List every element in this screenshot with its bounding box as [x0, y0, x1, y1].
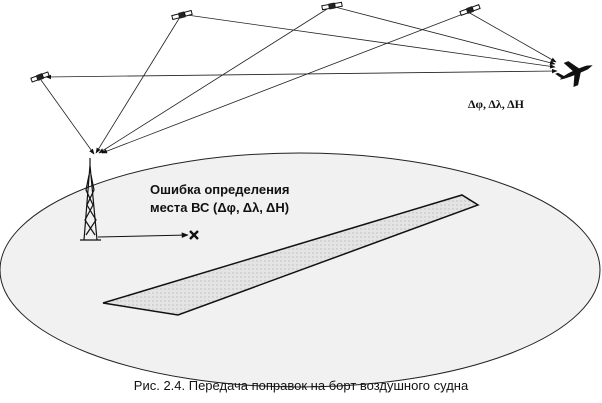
error-vector	[97, 232, 189, 238]
signal-lines-to-station	[40, 8, 464, 155]
aircraft-delta-label: Δφ, Δλ, ΔH	[468, 97, 525, 111]
satellite-icon	[459, 4, 481, 16]
satellite-icon	[321, 1, 343, 11]
station-tower-icon	[80, 158, 101, 241]
error-label-line2: места ВС (Δφ, Δλ, ΔH)	[150, 200, 289, 215]
error-cross-icon	[189, 230, 199, 240]
satellite-icon	[30, 71, 50, 83]
figure-caption: Рис. 2.4. Передача поправок на борт возд…	[134, 378, 469, 393]
runway	[102, 194, 480, 316]
signal-lines-to-aircraft	[45, 6, 558, 80]
error-label-line1: Ошибка определения	[150, 182, 290, 197]
aircraft-icon	[555, 61, 593, 88]
satellite-icon	[171, 9, 193, 21]
